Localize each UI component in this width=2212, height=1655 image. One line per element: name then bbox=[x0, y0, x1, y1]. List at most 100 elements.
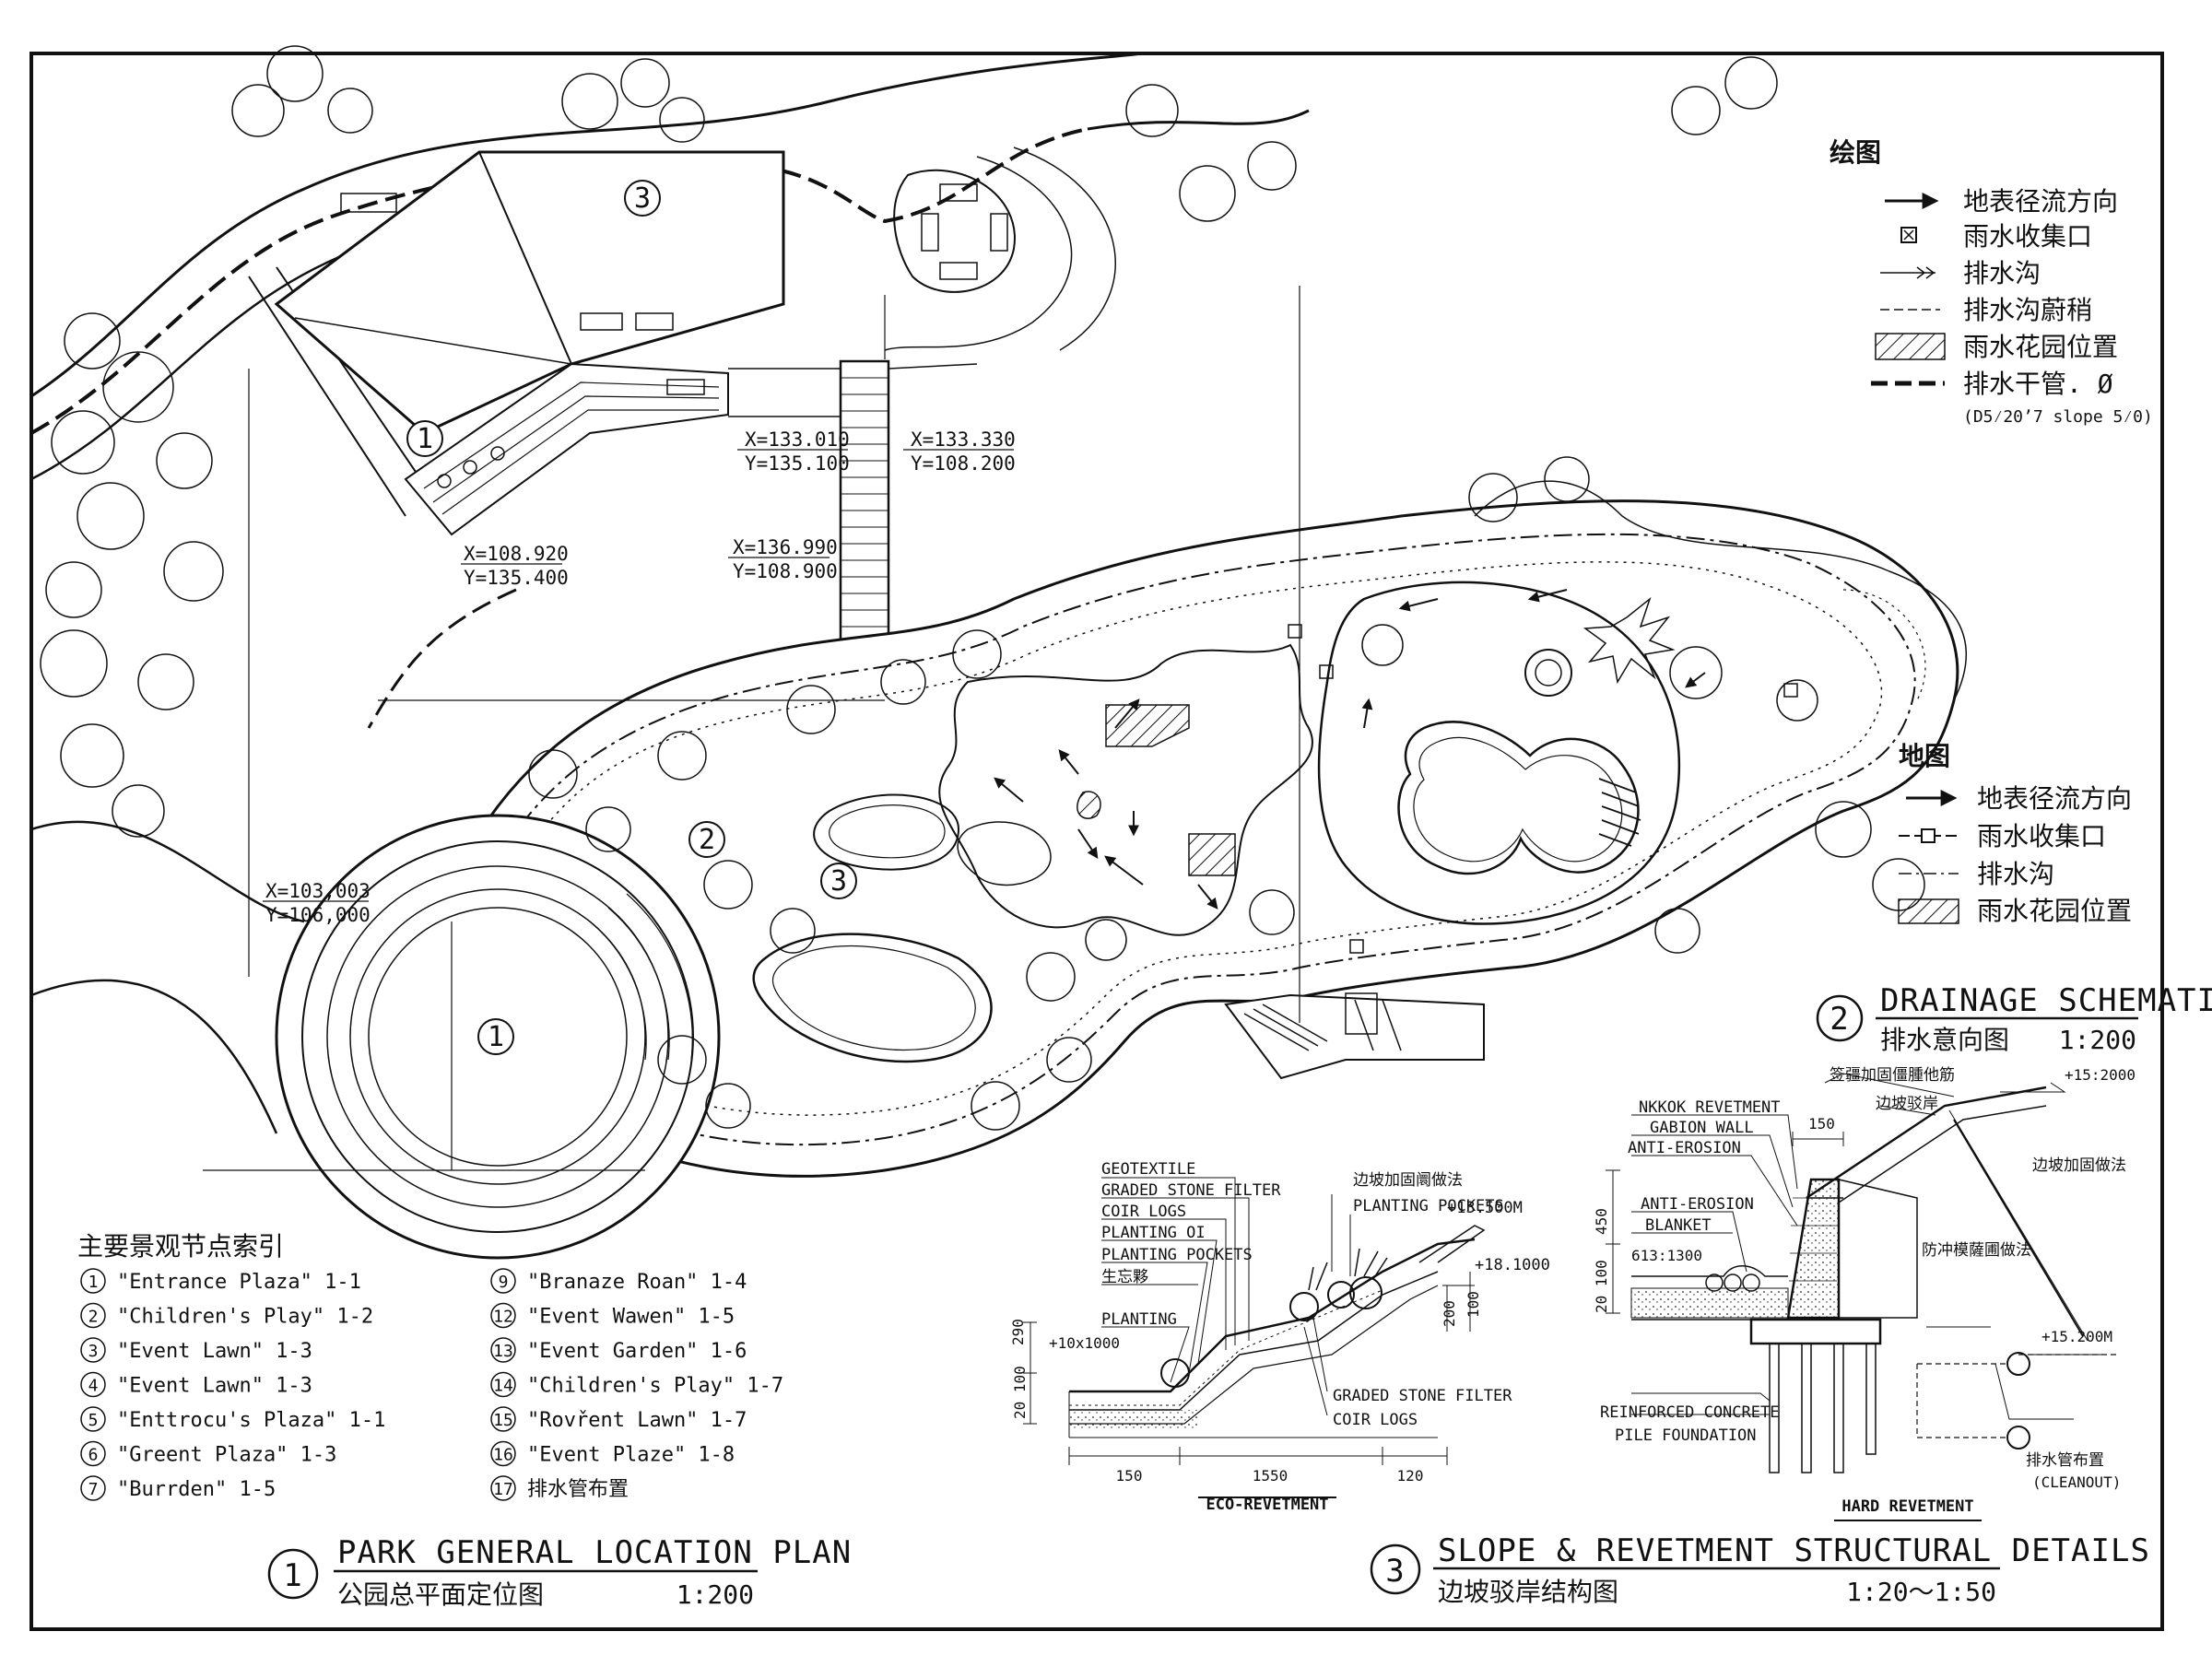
svg-text:3: 3 bbox=[1385, 1553, 1405, 1590]
plan-title-en: PARK GENERAL LOCATION PLAN bbox=[337, 1534, 852, 1571]
hard-revetment-detail bbox=[1606, 1073, 2120, 1521]
hard-label: REINFORCED CONCRETE bbox=[1600, 1403, 1779, 1422]
eco-revetment-detail bbox=[1023, 1177, 1486, 1498]
legend-mid-label: 雨水收集口 bbox=[1977, 821, 2106, 851]
legend-mid-label: 地表径流方向 bbox=[1977, 783, 2132, 814]
index-item-label: "Greent Plaza" 1-3 bbox=[117, 1444, 336, 1467]
hard-dim: 150 bbox=[1808, 1115, 1835, 1133]
details-title-en: SLOPE & REVETMENT STRUCTURAL DETAILS bbox=[1438, 1532, 2150, 1569]
coord-x: X=133.010 bbox=[745, 428, 850, 451]
coord-x: X=108.920 bbox=[464, 543, 569, 565]
index-item-label: 排水管布置 bbox=[527, 1478, 629, 1501]
hard-label: PILE FOUNDATION bbox=[1615, 1426, 1757, 1445]
index-number: 16 bbox=[493, 1446, 513, 1465]
plan-marker-lawn: 2 bbox=[699, 824, 715, 856]
plan-marker-building: 3 bbox=[634, 182, 651, 215]
index-number-circle bbox=[80, 1406, 106, 1432]
legend-top-label: 雨水收集口 bbox=[1963, 221, 2092, 252]
index-item-label: "Children's Play" 1-2 bbox=[117, 1306, 373, 1329]
index-number: 9 bbox=[499, 1273, 509, 1292]
eco-label: COIR LOGS bbox=[1333, 1411, 1418, 1429]
index-number-circle bbox=[80, 1475, 106, 1501]
index-number: 15 bbox=[493, 1411, 513, 1430]
index-number: 6 bbox=[88, 1446, 99, 1465]
index-item-label: "Event Lawn" 1-3 bbox=[117, 1340, 312, 1363]
index-number: 5 bbox=[88, 1411, 99, 1430]
index-item-label: "Event Garden" 1-6 bbox=[527, 1340, 747, 1363]
index-number: 17 bbox=[493, 1480, 513, 1499]
index-number-circle bbox=[490, 1302, 516, 1329]
eco-label: GRADED STONE FILTER bbox=[1333, 1387, 1512, 1405]
legend-mid-label: 雨水花园位置 bbox=[1977, 896, 2132, 926]
legend-top: 绘图 地表径流方向 雨水收集口 排水沟 排水沟蔚稍 雨水花园位置 排水干管. Ø… bbox=[1830, 137, 2153, 427]
hard-label: ANTI-EROSION bbox=[1628, 1139, 1741, 1157]
index-item-label: "Enttrocu's Plaza" 1-1 bbox=[117, 1409, 385, 1432]
eco-dim: 20 100 bbox=[1011, 1366, 1029, 1419]
eco-revetment-labels: GEOTEXTILE GRADED STONE FILTER COIR LOGS… bbox=[1009, 1160, 1550, 1514]
legend-mid: 地图 地表径流方向 雨水收集口 排水沟 雨水花园位置 bbox=[1898, 741, 2132, 926]
title-details: 3 SLOPE & REVETMENT STRUCTURAL DETAILS 边… bbox=[1370, 1532, 2150, 1607]
eco-label: COIR LOGS bbox=[1101, 1203, 1186, 1221]
details-scale: 1:20～1:50 bbox=[1846, 1577, 1996, 1607]
coord-y: Y=106,000 bbox=[265, 904, 371, 926]
eco-label: 边坡加固阛做法 bbox=[1353, 1171, 1463, 1190]
index-number-circle bbox=[490, 1337, 516, 1363]
plan-marker-terrace: 1 bbox=[417, 423, 433, 455]
coord-y: Y=135.100 bbox=[745, 452, 850, 475]
plan-markers: 3 1 2 3 1 bbox=[406, 180, 857, 1055]
index-number: 4 bbox=[88, 1377, 99, 1396]
index-number: 2 bbox=[88, 1308, 99, 1327]
eco-dim: 290 bbox=[1009, 1319, 1027, 1345]
plan-title-zh: 公园总平面定位图 bbox=[337, 1579, 544, 1610]
coord-x: X=136.990 bbox=[733, 536, 838, 558]
hard-label: 防冲模薩圃做法 bbox=[1922, 1241, 2031, 1260]
index-title: 主要景观节点索引 bbox=[77, 1231, 284, 1262]
hard-label: GABION WALL bbox=[1650, 1119, 1754, 1137]
hard-label: ANTI-EROSION bbox=[1641, 1195, 1754, 1214]
hard-label: 签疆加固僵腫他筋 bbox=[1830, 1066, 1955, 1085]
index-number-circle bbox=[80, 1337, 106, 1363]
legend-top-title: 绘图 bbox=[1830, 137, 1881, 168]
coord-x: X=103,003 bbox=[265, 880, 371, 902]
eco-dim: 100 bbox=[1465, 1291, 1482, 1318]
hard-label: BLANKET bbox=[1645, 1216, 1712, 1235]
eco-dim: 200 bbox=[1441, 1300, 1458, 1327]
svg-text:2: 2 bbox=[1830, 1001, 1849, 1038]
site-plan bbox=[30, 45, 1967, 1260]
rain-garden-hatch-symbol bbox=[1898, 898, 1959, 924]
index-number: 3 bbox=[88, 1342, 99, 1361]
legend-mid-title: 地图 bbox=[1899, 741, 1950, 771]
hard-label: 边坡加固做法 bbox=[2032, 1156, 2126, 1175]
eco-label: PLANTING POCKETS bbox=[1101, 1246, 1253, 1264]
drainage-title-zh: 排水意向图 bbox=[1880, 1025, 2009, 1055]
hard-label: NKKOK REVETMENT bbox=[1639, 1098, 1781, 1117]
legend-top-label: 地表径流方向 bbox=[1963, 186, 2118, 217]
hard-revetment-labels: NKKOK REVETMENT GABION WALL ANTI-EROSION… bbox=[1593, 1066, 2136, 1516]
hard-elevation: +15:2000 bbox=[2065, 1066, 2136, 1084]
eco-elevation: +13.500M bbox=[1447, 1199, 1523, 1217]
index-number: 12 bbox=[493, 1308, 513, 1327]
hard-dim: 450 bbox=[1593, 1208, 1610, 1235]
title-drainage: 2 DRAINAGE SCHEMATIC 排水意向图 1:200 bbox=[1816, 982, 2212, 1055]
coord-y: Y=135.400 bbox=[464, 567, 569, 589]
index-number-circle bbox=[490, 1440, 516, 1467]
index-number: 1 bbox=[88, 1273, 99, 1292]
hard-label: (CLEANOUT) bbox=[2032, 1473, 2121, 1491]
eco-label: PLANTING bbox=[1101, 1310, 1177, 1329]
index-item-label: "Burrden" 1-5 bbox=[117, 1478, 276, 1501]
index-number: 13 bbox=[493, 1342, 513, 1361]
svg-text:1: 1 bbox=[283, 1557, 302, 1594]
index-number-circle bbox=[80, 1302, 106, 1329]
eco-dim: 120 bbox=[1397, 1467, 1424, 1485]
index-number-circle bbox=[80, 1268, 106, 1294]
eco-elevation: +18.1000 bbox=[1475, 1256, 1550, 1274]
index-number-circle bbox=[490, 1371, 516, 1398]
index-number-circle bbox=[490, 1406, 516, 1432]
coord-y: Y=108.200 bbox=[911, 452, 1016, 475]
hard-caption: HARD REVETMENT bbox=[1841, 1497, 1973, 1516]
coordinate-labels: X=133.010 Y=135.100 X=133.330 Y=108.200 … bbox=[263, 428, 1016, 926]
eco-label: GEOTEXTILE bbox=[1101, 1160, 1195, 1179]
index-number-circle bbox=[80, 1371, 106, 1398]
